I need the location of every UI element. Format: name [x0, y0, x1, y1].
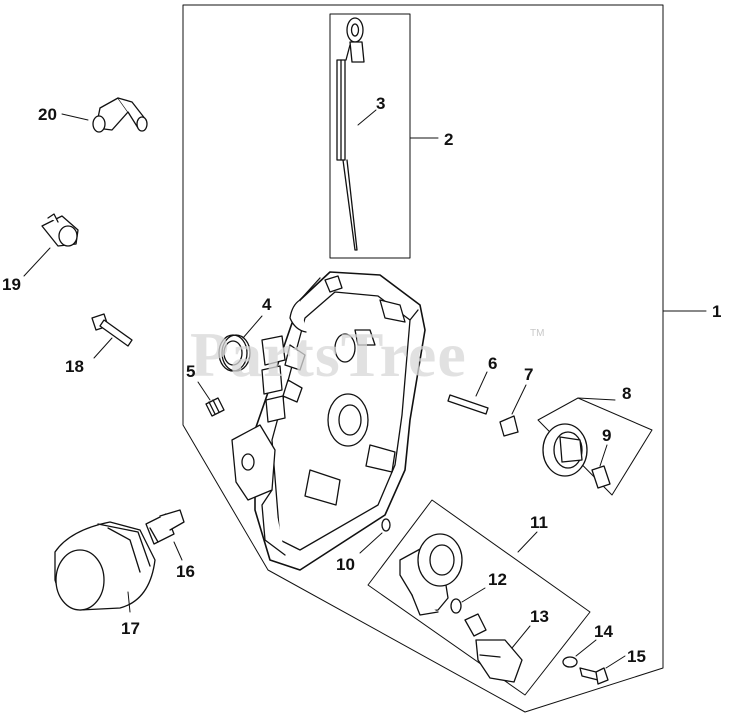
- crankcase-cover: [254, 271, 426, 571]
- governor-gear: [542, 423, 588, 477]
- leader-5: [197, 381, 211, 401]
- callout-20[interactable]: 20: [38, 105, 57, 124]
- oil-filter: [54, 521, 156, 611]
- leader-11: [517, 531, 538, 553]
- leader-7: [511, 384, 527, 415]
- callout-7[interactable]: 7: [524, 365, 534, 384]
- leader-13: [511, 625, 531, 649]
- leader-10: [359, 532, 383, 554]
- callout-10[interactable]: 10: [336, 555, 355, 574]
- retainer-clip: [499, 415, 519, 437]
- oil-pump: [399, 533, 463, 616]
- callout-1[interactable]: 1: [712, 302, 722, 321]
- callout-19[interactable]: 19: [2, 275, 21, 294]
- leader-15: [605, 655, 626, 669]
- oil-pump-box: [367, 499, 591, 696]
- bolt-18: [91, 313, 133, 347]
- leader-20: [61, 113, 89, 121]
- callout-5[interactable]: 5: [186, 362, 196, 381]
- oil-pressure-switch: [41, 213, 79, 247]
- oil-pickup: [464, 613, 523, 683]
- dowel-pin: [447, 394, 489, 415]
- o-ring-12: [450, 598, 462, 614]
- leader-16: [173, 541, 183, 561]
- callout-11[interactable]: 11: [530, 513, 548, 532]
- callout-3[interactable]: 3: [376, 94, 386, 113]
- callout-16[interactable]: 16: [176, 562, 195, 581]
- gear-shaft: [591, 465, 611, 489]
- leader-14: [575, 639, 597, 657]
- oil-filter-nipple: [145, 509, 185, 545]
- callout-9[interactable]: 9: [602, 426, 612, 445]
- callout-2[interactable]: 2: [444, 130, 454, 149]
- watermark-tm: TM: [530, 328, 545, 339]
- leader-18: [93, 337, 113, 359]
- callout-4[interactable]: 4: [262, 295, 272, 314]
- callout-14[interactable]: 14: [594, 622, 613, 641]
- callout-6[interactable]: 6: [488, 354, 498, 373]
- watermark: PartsTree: [190, 319, 467, 390]
- leader-19: [23, 247, 51, 277]
- washer-14: [562, 656, 578, 668]
- callout-13[interactable]: 13: [530, 607, 549, 626]
- callout-8[interactable]: 8: [622, 384, 632, 403]
- leader-8: [577, 397, 616, 401]
- assembly-outline: [182, 4, 664, 713]
- o-ring-10: [381, 518, 391, 532]
- leader-3: [357, 109, 377, 126]
- callout-18[interactable]: 18: [65, 357, 84, 376]
- gear-box: [537, 397, 653, 496]
- cover-flange: [231, 335, 286, 501]
- callout-12[interactable]: 12: [488, 570, 507, 589]
- oil-seal: [218, 334, 251, 372]
- dipstick: [336, 17, 365, 251]
- dipstick-box: [329, 13, 411, 259]
- leader-6: [475, 371, 488, 397]
- leader-9: [599, 444, 608, 467]
- bolt-15: [579, 667, 609, 685]
- leader-17: [127, 591, 131, 613]
- callout-17[interactable]: 17: [121, 619, 140, 638]
- elbow-fitting: [92, 97, 148, 133]
- pipe-plug: [205, 397, 225, 417]
- leader-4: [242, 315, 263, 339]
- leader-12: [461, 587, 486, 603]
- callout-15[interactable]: 15: [627, 647, 646, 666]
